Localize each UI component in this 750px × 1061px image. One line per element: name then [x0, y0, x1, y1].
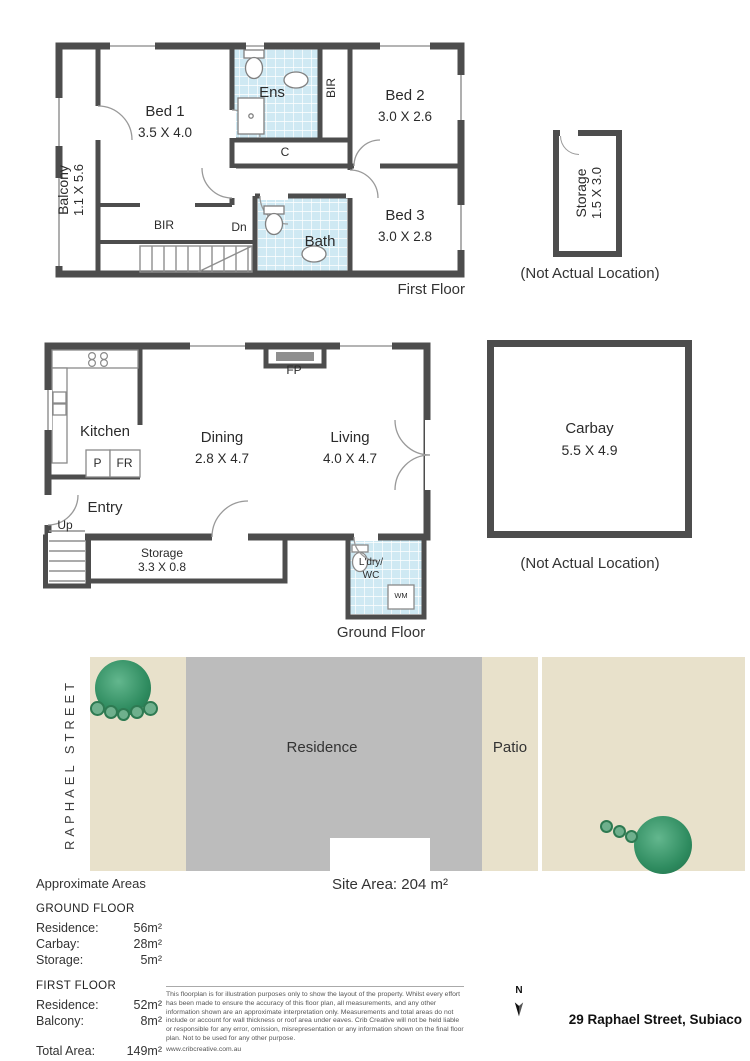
ground-floor-heading: GROUND FLOOR — [36, 903, 135, 915]
first-floor-heading: FIRST FLOOR — [36, 980, 117, 992]
closet-label: C — [280, 145, 290, 159]
site-residence-block — [186, 657, 482, 871]
storage-door-gap — [560, 128, 578, 137]
tree-icon — [634, 816, 692, 874]
dining-label: Dining 2.8 X 4.7 — [194, 429, 250, 466]
north-needle-icon — [514, 1002, 524, 1017]
area-summary-title: Approximate Areas — [36, 876, 146, 891]
area-summary: Approximate Areas GROUND FLOOR Residence… — [36, 876, 162, 1059]
bir-top-label: BIR — [324, 78, 338, 99]
storage-unit-box — [553, 130, 622, 257]
bath-label: Bath — [304, 233, 336, 250]
north-arrow: N — [502, 985, 536, 1025]
shrub-icon — [143, 701, 158, 716]
carbay-location-note: (Not Actual Location) — [520, 555, 660, 572]
shrub-icon — [104, 705, 118, 719]
property-address: 29 Raphael Street, Subiaco — [568, 1012, 742, 1027]
shrub-icon — [625, 830, 638, 843]
carbay-box: Carbay 5.5 X 4.9 — [487, 340, 692, 538]
street-label: RAPHAEL STREET — [62, 678, 77, 850]
first-floor-caption: First Floor — [397, 281, 466, 298]
bir-bottom-label: BIR — [153, 218, 174, 232]
kitchen-label: Kitchen — [79, 423, 131, 440]
total-area-row: Total Area: 149m² — [36, 1044, 162, 1058]
pantry-label: P — [93, 456, 102, 470]
shrub-icon — [117, 708, 130, 721]
first-floor-plan-drawing — [55, 42, 465, 278]
area-row: Storage: 5m² — [36, 953, 162, 967]
fireplace-label: FP — [286, 363, 302, 377]
carbay-label: Carbay — [565, 420, 614, 437]
area-row: Residence: 56m² — [36, 921, 162, 935]
laundry-label: L'dry/ WC — [358, 557, 384, 581]
shrub-icon — [130, 705, 144, 719]
bed2-label: Bed 2 3.0 X 2.6 — [377, 87, 433, 124]
site-patio-label: Patio — [492, 739, 528, 756]
site-boundary-line — [538, 657, 542, 871]
gf-storage-label: Storage 3.3 X 0.8 — [137, 546, 187, 574]
fridge-label: FR — [116, 456, 133, 470]
site-residence-label: Residence — [286, 739, 358, 756]
shrub-icon — [613, 825, 626, 838]
area-row: Residence: 52m² — [36, 998, 162, 1012]
shrub-icon — [600, 820, 613, 833]
disclaimer-text: This floorplan is for illustration purpo… — [166, 986, 464, 1055]
site-area-label: Site Area: 204 m² — [332, 876, 448, 893]
living-label: Living 4.0 X 4.7 — [322, 429, 378, 466]
washing-machine-label: WM — [394, 591, 408, 600]
ground-floor-caption: Ground Floor — [336, 624, 426, 641]
balcony-name: Balcony — [54, 165, 71, 215]
shrub-icon — [90, 701, 105, 716]
storage-location-note: (Not Actual Location) — [520, 265, 660, 282]
ensuite-label: Ens — [259, 84, 285, 101]
carbay-dim: 5.5 X 4.9 — [561, 442, 618, 458]
north-label: N — [515, 985, 523, 996]
bed1-label: Bed 1 3.5 X 4.0 — [137, 103, 193, 140]
area-row: Balcony: 8m² — [36, 1014, 162, 1028]
ground-floor-plan-drawing — [43, 342, 434, 620]
website-text: www.cribcreative.com.au — [166, 1045, 242, 1053]
entry-label: Entry — [87, 499, 123, 516]
bed3-label: Bed 3 3.0 X 2.8 — [377, 207, 433, 244]
storage-unit-label: Storage 1.5 X 3.0 — [572, 166, 604, 220]
balcony-label: Balcony 1.1 X 5.6 — [53, 125, 87, 255]
area-row: Carbay: 28m² — [36, 937, 162, 951]
stairs-up-label: Up — [57, 518, 73, 532]
residence-notch — [330, 838, 430, 871]
balcony-dim: 1.1 X 5.6 — [70, 163, 86, 217]
stairs-down-label: Dn — [231, 220, 247, 234]
